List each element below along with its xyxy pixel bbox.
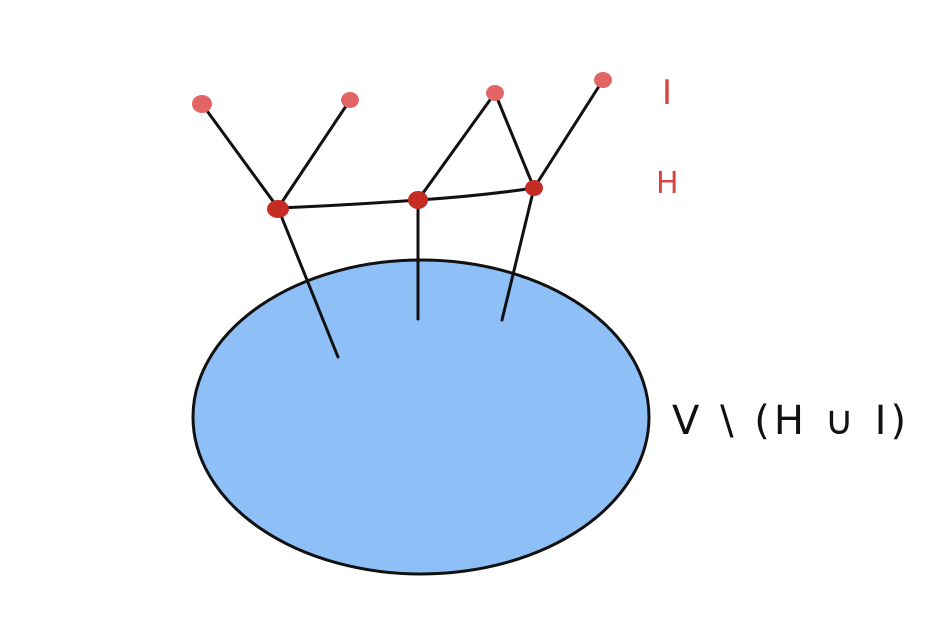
edges [200, 78, 605, 359]
edge-top3-mid2 [416, 91, 497, 202]
node-top-2 [341, 92, 359, 108]
edge-top2-mid1 [276, 98, 352, 210]
node-mid-3 [525, 180, 543, 196]
edge-top1-mid1 [200, 102, 280, 210]
edge-mid2-mid3 [416, 186, 536, 202]
node-mid-2 [408, 191, 428, 209]
top-nodes [192, 72, 612, 113]
edge-mid3-base [500, 186, 536, 322]
middle-nodes [267, 180, 543, 218]
edge-top3-mid3 [493, 91, 536, 190]
node-top-1 [192, 95, 212, 113]
edge-mid1-base [276, 206, 340, 359]
label-base-set: V \ (H ∪ I) [672, 398, 910, 444]
label-middle-set: H [656, 166, 681, 201]
base-set-ellipse [191, 258, 651, 576]
edge-top4-mid3 [532, 78, 605, 190]
node-top-4 [594, 72, 612, 88]
edge-mid1-mid2 [276, 198, 420, 210]
node-mid-1 [267, 200, 289, 218]
node-top-3 [486, 85, 504, 101]
label-top-set: I [662, 73, 674, 113]
